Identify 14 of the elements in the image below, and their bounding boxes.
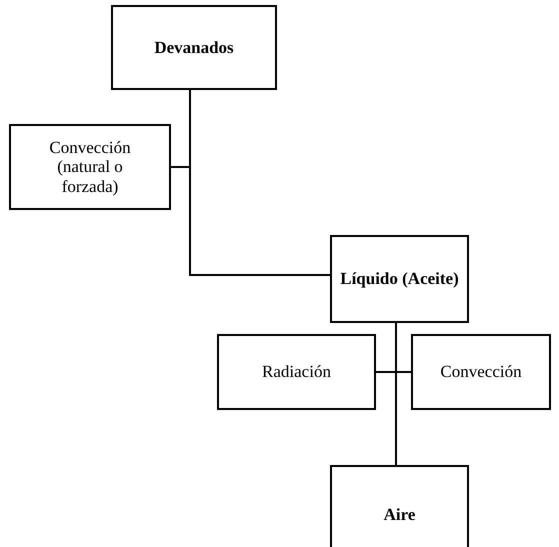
box-label: Aire — [384, 505, 416, 525]
process-box — [9, 124, 171, 210]
process-box — [330, 235, 469, 323]
process-box — [330, 465, 469, 547]
connector-line — [395, 371, 411, 465]
process-box — [217, 334, 376, 410]
box-label: Líquido (Aceite) — [340, 269, 459, 289]
connector-line — [171, 166, 330, 276]
box-label: Devanados — [154, 38, 234, 58]
box-label: Convección (natural o forzada) — [48, 138, 132, 196]
box-label: Radiación — [262, 362, 331, 382]
process-box — [111, 5, 277, 90]
process-box — [411, 334, 551, 410]
box-label: Convección — [440, 362, 522, 382]
